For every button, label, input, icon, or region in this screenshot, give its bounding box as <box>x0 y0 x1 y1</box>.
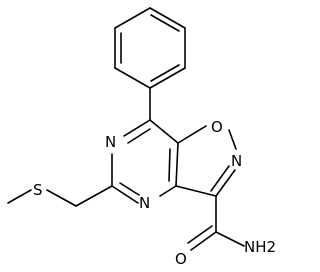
bond-c7a-c3a-double <box>168 148 171 182</box>
pyrimidine-ring <box>111 119 179 204</box>
structure-diagram: O N N N S O NH2 <box>7 7 276 268</box>
bond-ch2-s <box>46 189 77 207</box>
phenyl-ring <box>114 7 186 89</box>
atom-o-amide-label: O <box>175 250 187 268</box>
isoxazole-ring <box>175 125 237 197</box>
bond-ph-inner-1 <box>150 14 180 32</box>
bond-c3a-n4 <box>159 185 177 197</box>
bond-camide-n <box>215 231 245 247</box>
bond-c7-n6-double <box>127 128 151 144</box>
bond-n2-c3 <box>215 169 236 197</box>
bond-c5-n4-double <box>119 182 140 196</box>
bond-c5-ch2 <box>75 185 113 207</box>
bond-camide-o <box>190 231 217 251</box>
molecule-svg: O N N N S O NH2 <box>7 7 276 268</box>
atom-s-label: S <box>33 181 43 199</box>
carboxamide-group <box>187 195 245 251</box>
bond-n4-c5 <box>111 185 139 204</box>
bond-o1-n2 <box>228 129 237 150</box>
atom-n6-label: N <box>105 133 116 151</box>
atom-o1-label: O <box>211 118 223 136</box>
bond-c7a-c3a <box>175 142 179 187</box>
atom-n2-label: N <box>231 152 242 170</box>
bond-camide-o-double <box>187 225 213 244</box>
bond-n6-c7 <box>123 119 151 137</box>
bond-ph-3 <box>149 67 186 89</box>
bond-ph-6 <box>114 7 151 29</box>
bond-ph-1 <box>149 7 186 29</box>
methylthiomethyl-group <box>7 185 113 207</box>
bond-c7a-o1 <box>177 125 207 144</box>
atom-n4-label: N <box>139 194 150 212</box>
bond-ph-4 <box>114 67 151 89</box>
bond-s-ch3 <box>7 189 32 204</box>
bond-ph-inner-2 <box>150 64 180 82</box>
bond-n2-c3-double <box>210 165 230 192</box>
bond-c7-c7a <box>149 119 179 144</box>
atom-nh2-label: NH2 <box>244 238 276 256</box>
bond-c3-c3a <box>175 185 217 197</box>
